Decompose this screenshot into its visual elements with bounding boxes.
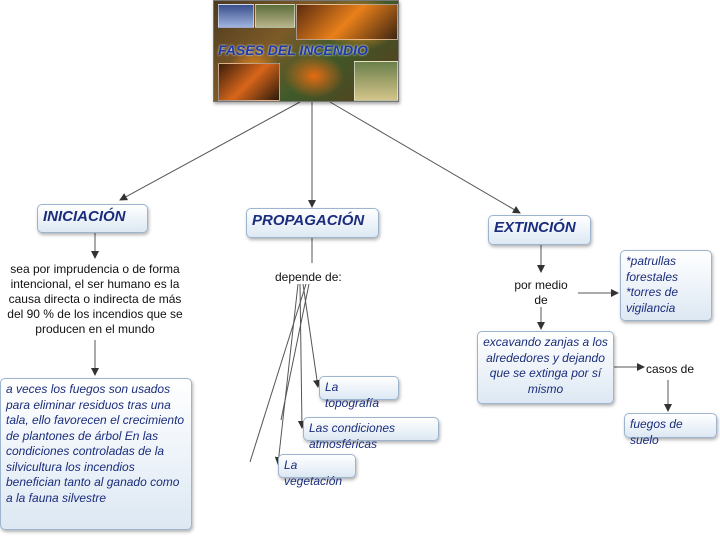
extincion-cases-label: casos de	[646, 362, 695, 376]
extincion-title: EXTINCIÓN	[488, 215, 591, 245]
iniciacion-cause-text: sea por imprudencia o de forma intencion…	[7, 262, 183, 336]
wildlife-photo	[354, 61, 398, 101]
propagacion-link-label: depende de:	[275, 270, 342, 284]
flames-photo	[218, 63, 280, 101]
forest-fire-photo	[296, 4, 398, 40]
link-depende-vegetacion	[274, 283, 299, 465]
link-propagacion-aux-1	[249, 283, 307, 463]
factor-vegetacion: La vegetación	[278, 454, 356, 488]
case-fuegos-de-suelo: fuegos de suelo	[624, 413, 717, 447]
lightning-photo	[218, 4, 254, 28]
link-propagacion-aux-2	[280, 283, 310, 421]
iniciacion-title: INICIACIÓN	[37, 204, 148, 233]
iniciacion-detail-box: a veces los fuegos son usados para elimi…	[0, 378, 192, 530]
propagacion-title: PROPAGACIÓN	[246, 208, 379, 238]
header-title: FASES DEL INCENDIO	[218, 42, 368, 58]
animal-photo	[255, 4, 295, 28]
extincion-link-label: por medio de	[514, 278, 568, 307]
extincion-methods-box: *patrullas forestales *torres de vigilan…	[620, 250, 712, 321]
factor-topografia: La topografía	[319, 376, 399, 410]
factor-condiciones-atmosfericas: Las condiciones atmosféricas	[303, 417, 439, 451]
link-depende-topografia	[302, 283, 321, 388]
header-image: FASES DEL INCENDIO	[213, 0, 399, 102]
link-header-extincion	[329, 101, 521, 214]
link-header-iniciacion	[119, 101, 301, 201]
extincion-action-box: excavando zanjas a los alrededores y dej…	[477, 331, 614, 404]
link-depende-atmosfericas	[297, 283, 306, 429]
